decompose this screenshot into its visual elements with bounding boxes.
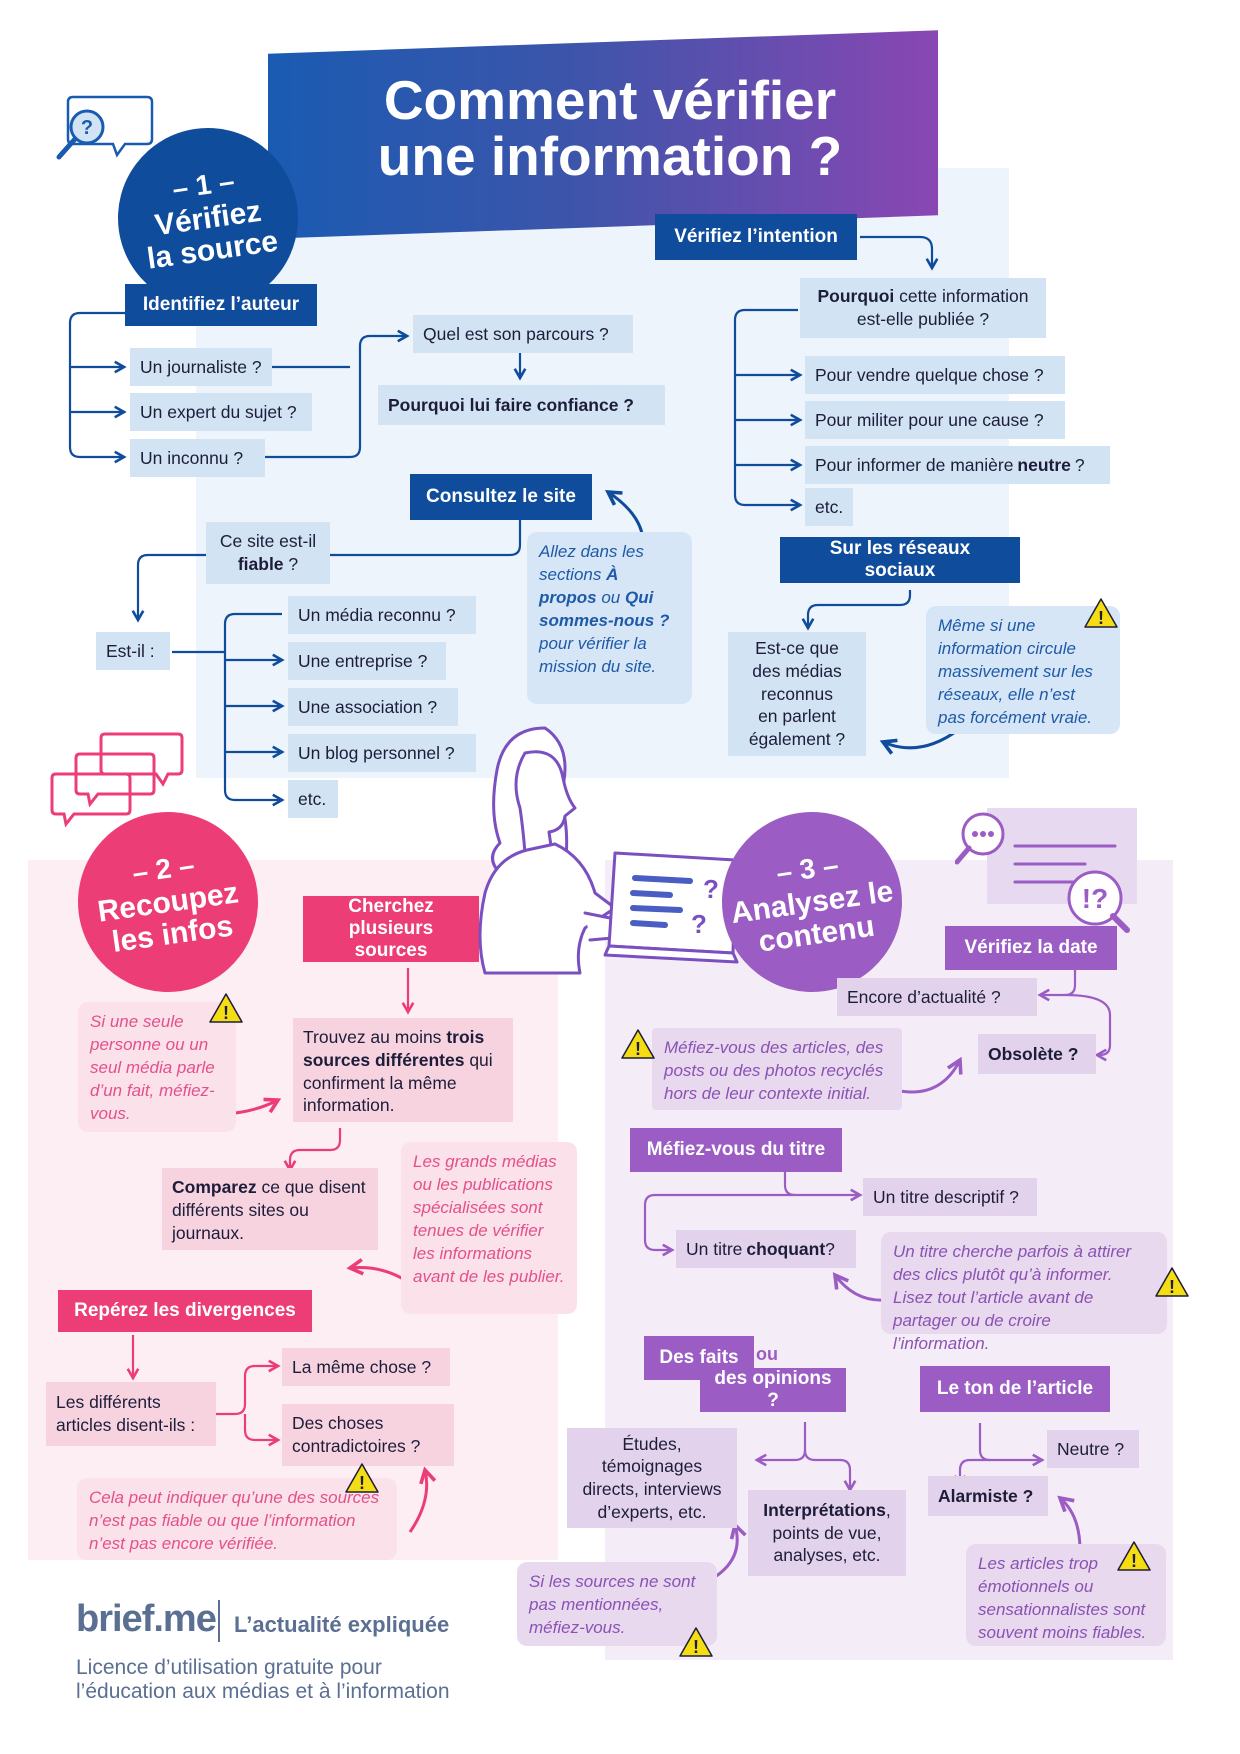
brand-tagline: L’actualité expliquée [234,1612,450,1637]
svg-text:?: ? [81,117,93,139]
site-option-etc: etc. [288,780,338,818]
divergences-label: Repérez les divergences [58,1290,312,1332]
neutre-box: Neutre ? [1047,1430,1139,1468]
svg-text:!: ! [1131,1551,1137,1571]
meme-chose-box: La même chose ? [282,1348,450,1386]
confiance-box: Pourquoi lui faire confiance ? [378,385,665,425]
note-titre: Un titre cherche parfois à attirer des c… [881,1232,1167,1353]
site-fiable-box: Ce site est-il fiable ? [206,522,330,584]
actualite-box: Encore d’actualité ? [837,978,1037,1016]
author-option-inconnu: Un inconnu ? [130,439,265,477]
intent-option-informer: Pour informer de manière neutre ? [805,446,1110,484]
search-lines-icon: !? [955,808,1137,933]
date-label: Vérifiez la date [945,926,1117,970]
author-option-journaliste: Un journaliste ? [130,348,272,386]
laptop-person-illustration: ? ? [478,726,739,975]
note-a-propos: Allez dans les sections À propos ou Qui … [527,532,692,704]
note-source-fiable: Cela peut indiquer qu’une des sources n’… [77,1478,397,1560]
svg-text:!: ! [359,1473,365,1493]
svg-text:!: ! [223,1003,229,1023]
site-option-media: Un média reconnu ? [288,596,476,634]
ou-text: ou [756,1344,778,1364]
interpretations-box: Interprétations,points de vue,analyses, … [748,1490,906,1576]
titre-label: Méfiez-vous du titre [630,1128,842,1172]
warning-icon: ! [1117,1541,1151,1571]
reseaux-label: Sur les réseaux sociaux [780,537,1020,583]
note-seule-source: Si une seule personne ou un seul média p… [78,1002,236,1132]
warning-icon: ! [1084,598,1118,628]
choquant-box: Un titre choquant ? [676,1230,856,1268]
site-option-blog: Un blog personnel ? [288,734,476,772]
search-bubble-icon: ? [56,95,154,160]
identify-author-label: Identifiez l’auteur [125,284,317,326]
brand-divider [218,1600,220,1642]
warning-icon: ! [621,1029,655,1059]
intention-label: Vérifiez l’intention [655,214,857,260]
svg-text:?: ? [703,874,719,904]
svg-text:!: ! [1169,1277,1175,1297]
intent-option-vendre: Pour vendre quelque chose ? [805,356,1065,394]
brand-logo: brief.me [76,1598,217,1640]
warning-icon: ! [1155,1267,1189,1297]
note-sources: Si les sources ne sont pas mentionnées, … [517,1562,717,1646]
licence-text: Licence d’utilisation gratuite pour l’éd… [76,1656,450,1704]
svg-text:!: ! [693,1637,699,1657]
est-il-box: Est-il : [96,632,170,670]
svg-text:!: ! [1098,608,1104,628]
consult-site-label: Consultez le site [410,474,592,520]
trouvez-box: Trouvez au moins trois sources différent… [293,1018,513,1122]
site-option-entreprise: Une entreprise ? [288,642,446,680]
parcours-box: Quel est son parcours ? [413,315,633,353]
author-option-expert: Un expert du sujet ? [130,393,312,431]
site-option-association: Une association ? [288,688,458,726]
chat-bubbles-icon [50,732,184,828]
warning-icon: ! [345,1463,379,1493]
svg-text:?: ? [691,909,707,939]
ton-label: Le ton de l’article [920,1366,1110,1412]
note-grands-medias: Les grands médias ou les publications sp… [401,1142,577,1314]
intent-option-etc: etc. [805,488,853,526]
comparez-box: Comparez ce que disent différents sites … [162,1168,378,1250]
intent-option-militer: Pour militer pour une cause ? [805,401,1065,439]
opinions-label: des opinions ? [700,1368,846,1412]
note-recycles: Méfiez-vous des articles, des posts ou d… [652,1028,902,1110]
obsolete-box: Obsolète ? [978,1034,1096,1074]
pourquoi-box: Pourquoi cette information est-elle publ… [800,278,1046,338]
alarmiste-box: Alarmiste ? [928,1476,1048,1516]
svg-text:!: ! [635,1039,641,1059]
warning-icon: ! [679,1627,713,1657]
svg-text:!?: !? [1082,883,1108,914]
page-title: Comment vérifier une information ? [377,69,843,188]
warning-icon: ! [209,993,243,1023]
descriptif-box: Un titre descriptif ? [863,1178,1037,1216]
